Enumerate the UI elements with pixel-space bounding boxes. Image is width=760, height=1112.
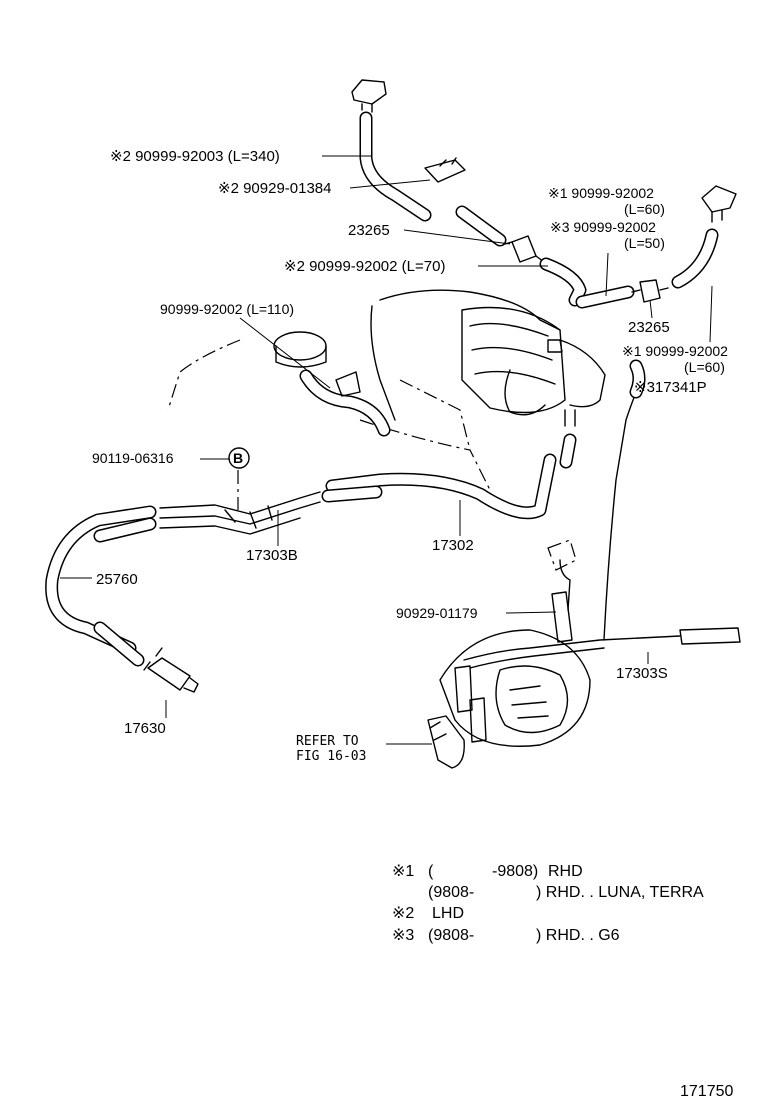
legend-3-range: (9808- xyxy=(428,927,474,944)
label-90929-01384: ※2 90929-01384 xyxy=(218,180,332,197)
legend: ※1 ( -9808) RHD (9808- ) RHD. . LUNA, TE… xyxy=(392,863,704,944)
legend-1-desc: RHD xyxy=(548,863,583,880)
label-23265-right: 23265 xyxy=(628,319,670,336)
hose-l110 xyxy=(299,369,391,437)
label-refer-to: REFER TO xyxy=(296,734,359,749)
label-17302: 17302 xyxy=(432,537,474,554)
label-90999-92002-l110: 90999-92002 (L=110) xyxy=(160,301,294,317)
label-r1-top-length: (L=60) xyxy=(624,201,665,217)
filter-23265-right xyxy=(631,279,669,303)
label-17303s: 17303S xyxy=(616,665,668,682)
legend-2-mark: ※2 xyxy=(392,905,414,922)
engine-outline xyxy=(167,289,606,491)
label-r3-length: (L=50) xyxy=(624,235,665,251)
top-cap-hose xyxy=(351,79,587,307)
label-90929-01179: 90929-01179 xyxy=(396,605,478,621)
vsv-17630 xyxy=(143,647,199,693)
label-fig-16-03: FIG 16-03 xyxy=(296,749,366,764)
label-r1-top: ※1 90999-92002 xyxy=(548,185,654,201)
label-90119-06316: 90119-06316 xyxy=(92,450,174,466)
legend-3-desc: ) RHD. . G6 xyxy=(536,927,620,944)
figure-number: 171750 xyxy=(680,1083,733,1100)
label-25760: 25760 xyxy=(96,571,138,588)
label-317341p: ※317341P xyxy=(634,379,707,396)
legend-1-range: -9808) xyxy=(492,863,538,880)
hose-25760 xyxy=(45,505,157,667)
leader-lines xyxy=(60,155,713,745)
legend-1-mark: ※1 xyxy=(392,863,414,880)
label-17630: 17630 xyxy=(124,720,166,737)
label-r3: ※3 90999-92002 xyxy=(550,219,656,235)
label-23265-left: 23265 xyxy=(348,222,390,239)
legend-1b-desc: ) RHD. . LUNA, TERRA xyxy=(536,884,704,901)
badge-b-letter: B xyxy=(233,450,243,466)
label-r1-bottom: ※1 90999-92002 xyxy=(622,343,728,359)
top-right-hoses xyxy=(575,185,737,309)
label-r1-bottom-length: (L=60) xyxy=(684,359,725,375)
label-90999-92002-l70: ※2 90999-92002 (L=70) xyxy=(284,258,445,275)
legend-3-mark: ※3 xyxy=(392,927,414,944)
pipe-assembly xyxy=(159,433,577,535)
part-labels: ※2 90999-92003 (L=340) ※2 90929-01384 23… xyxy=(92,148,728,764)
distributor xyxy=(427,359,741,769)
label-17303b: 17303B xyxy=(246,547,298,564)
legend-1-open: ( xyxy=(428,863,434,880)
badge-b: B xyxy=(228,447,250,469)
filter-23265-left xyxy=(504,235,545,263)
legend-1b-range: (9808- xyxy=(428,884,474,901)
label-90999-92003: ※2 90999-92003 (L=340) xyxy=(110,148,280,165)
legend-2-desc: LHD xyxy=(432,905,464,922)
